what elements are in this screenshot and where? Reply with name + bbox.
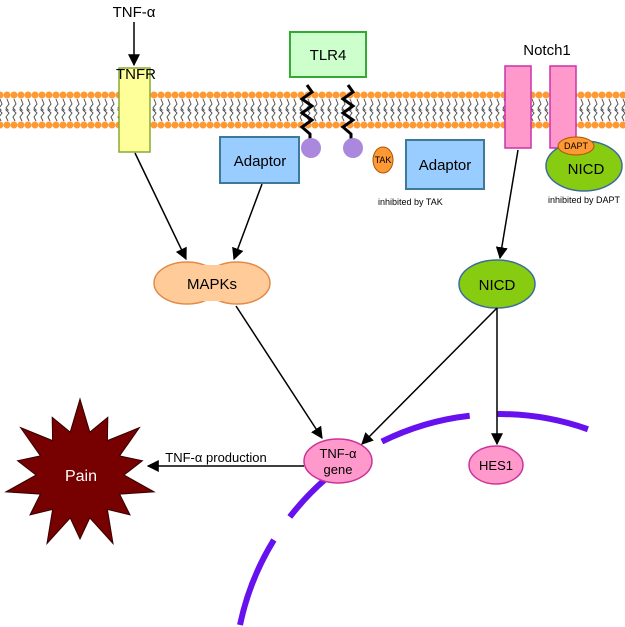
hes1-label: HES1 bbox=[479, 458, 513, 473]
tnf-gene-label-line2: gene bbox=[324, 462, 353, 477]
notch1-left-segment bbox=[504, 65, 532, 149]
mapks-to-tnf-gene-arrow bbox=[235, 305, 323, 440]
pain-starburst bbox=[4, 397, 156, 546]
adaptor-right-label: Adaptor bbox=[419, 157, 472, 174]
mapks-label: MAPKs bbox=[187, 276, 237, 293]
adaptor-to-mapks-arrow bbox=[232, 183, 263, 261]
tlr4-right-chain bbox=[340, 84, 356, 141]
nicd-cytoplasm-label: NICD bbox=[479, 277, 516, 294]
adaptor-left-label: Adaptor bbox=[234, 153, 287, 170]
nicd-to-tnf-gene-arrow bbox=[361, 307, 498, 445]
tlr4-right-knob bbox=[343, 138, 363, 158]
tnf-gene-label-line1: TNF-α bbox=[319, 446, 357, 461]
tlr4-box bbox=[289, 31, 367, 78]
inhibited-by-dapt-note: inhibited by DAPT bbox=[548, 195, 621, 205]
pain-label: Pain bbox=[65, 468, 97, 485]
tlr4-left-knob bbox=[301, 138, 321, 158]
adaptor-left-box bbox=[219, 136, 300, 184]
tnfr-to-mapks-arrow bbox=[134, 152, 187, 261]
dapt-label: DAPT bbox=[564, 141, 589, 151]
notch1-to-nicd-arrow bbox=[495, 149, 519, 260]
inhibited-by-tak-note: inhibited by TAK bbox=[378, 197, 443, 207]
tlr4-label: TLR4 bbox=[310, 47, 347, 64]
tlr4-left-chain bbox=[299, 84, 315, 141]
dapt-inhibitor bbox=[557, 136, 595, 156]
hes1-oval bbox=[468, 445, 524, 485]
notch1-label: Notch1 bbox=[523, 42, 571, 59]
tnf-gene-oval bbox=[303, 438, 373, 484]
adaptor-right-box bbox=[405, 139, 485, 190]
tnf-production-label: TNF-α production bbox=[165, 450, 266, 465]
nuclear-envelope bbox=[237, 411, 592, 626]
tnfr-label: TNFR bbox=[116, 66, 156, 83]
nicd-membrane-label: NICD bbox=[568, 161, 605, 178]
tak-label: TAK bbox=[375, 155, 392, 165]
tnf-alpha-label: TNF-α bbox=[113, 4, 156, 21]
notch1-right-segment bbox=[549, 65, 577, 149]
tnfr-receptor bbox=[118, 67, 151, 153]
tak-inhibitor bbox=[372, 146, 394, 174]
mapk-seam-cover bbox=[200, 265, 224, 301]
